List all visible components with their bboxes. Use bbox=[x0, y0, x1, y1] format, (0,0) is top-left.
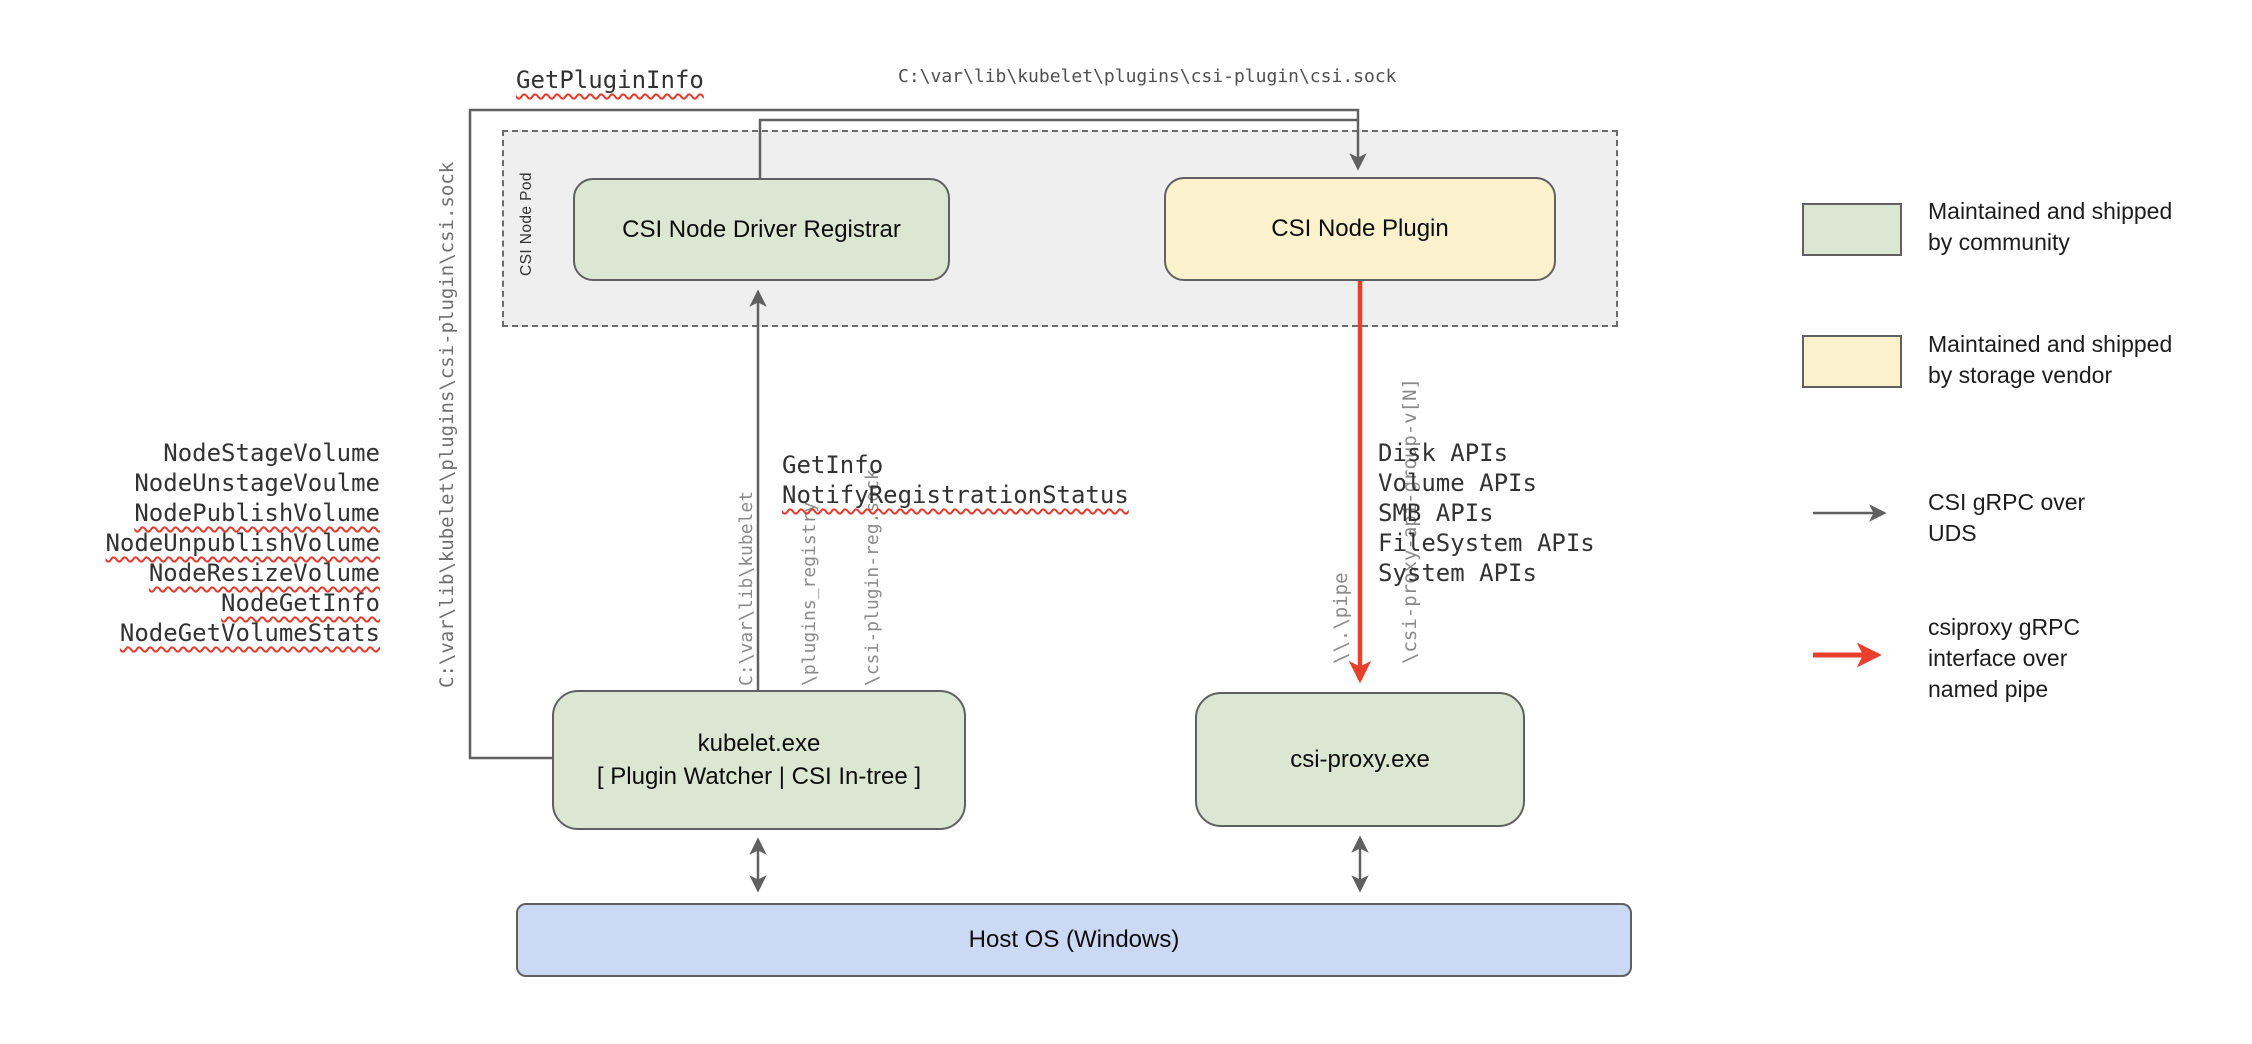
host-os-label: Host OS (Windows) bbox=[968, 926, 1180, 953]
registrar-calls-list: GetInfo NotifyRegistrationStatus bbox=[782, 450, 1129, 510]
legend-vendor-swatch bbox=[1802, 335, 1902, 388]
node-call: NodeResizeVolume bbox=[148, 559, 380, 587]
csi-sock-path-left-label: C:\var\lib\kubelet\plugins\csi-plugin\cs… bbox=[436, 161, 458, 688]
host-os-box: Host OS (Windows) bbox=[516, 903, 1632, 977]
registrar-call: GetInfo bbox=[782, 451, 884, 479]
api-group: FileSystem APIs bbox=[1378, 529, 1595, 557]
api-group: Volume APIs bbox=[1378, 469, 1537, 497]
csi-proxy-box: csi-proxy.exe bbox=[1195, 692, 1525, 827]
legend-uds-text: CSI gRPC over UDS bbox=[1928, 489, 2086, 546]
node-call: NodeGetInfo bbox=[221, 589, 380, 617]
node-call: NodeUnpublishVolume bbox=[105, 529, 380, 557]
kubelet-box: kubelet.exe [ Plugin Watcher | CSI In-tr… bbox=[552, 690, 966, 830]
legend-community-text: Maintained and shipped by community bbox=[1928, 198, 2173, 255]
csi-node-plugin-box: CSI Node Plugin bbox=[1164, 177, 1556, 281]
node-call: NodeGetVolumeStats bbox=[119, 619, 380, 647]
kubelet-subtitle: [ Plugin Watcher | CSI In-tree ] bbox=[596, 763, 922, 790]
get-plugin-info-label: GetPluginInfo bbox=[516, 66, 704, 94]
kubelet-title: kubelet.exe bbox=[697, 730, 821, 757]
legend-community-swatch bbox=[1802, 203, 1902, 256]
csi-proxy-label: csi-proxy.exe bbox=[1290, 745, 1430, 773]
csi-sock-path-top-label: C:\var\lib\kubelet\plugins\csi-plugin\cs… bbox=[898, 66, 1397, 87]
legend-named-pipe-text: csiproxy gRPC interface over named pipe bbox=[1928, 614, 2081, 702]
csi-node-driver-registrar-box: CSI Node Driver Registrar bbox=[573, 178, 950, 281]
node-calls-list: NodeStageVolume NodeUnstageVoulme NodePu… bbox=[60, 438, 380, 648]
csi-node-driver-registrar-label: CSI Node Driver Registrar bbox=[622, 215, 901, 243]
api-group: Disk APIs bbox=[1378, 439, 1509, 467]
node-call: NodeStageVolume bbox=[163, 439, 380, 467]
csi-node-plugin-label: CSI Node Plugin bbox=[1271, 215, 1449, 242]
csi-node-pod-label: CSI Node Pod bbox=[518, 172, 535, 276]
legend-vendor-text: Maintained and shipped by storage vendor bbox=[1928, 331, 2173, 388]
api-group: SMB APIs bbox=[1378, 499, 1494, 527]
node-call: NodePublishVolume bbox=[134, 499, 380, 527]
node-call: NodeUnstageVoulme bbox=[134, 469, 380, 497]
registrar-call: NotifyRegistrationStatus bbox=[782, 481, 1129, 509]
csi-proxy-api-list: Disk APIs Volume APIs SMB APIs FileSyste… bbox=[1378, 438, 1595, 588]
api-group: System APIs bbox=[1378, 559, 1537, 587]
